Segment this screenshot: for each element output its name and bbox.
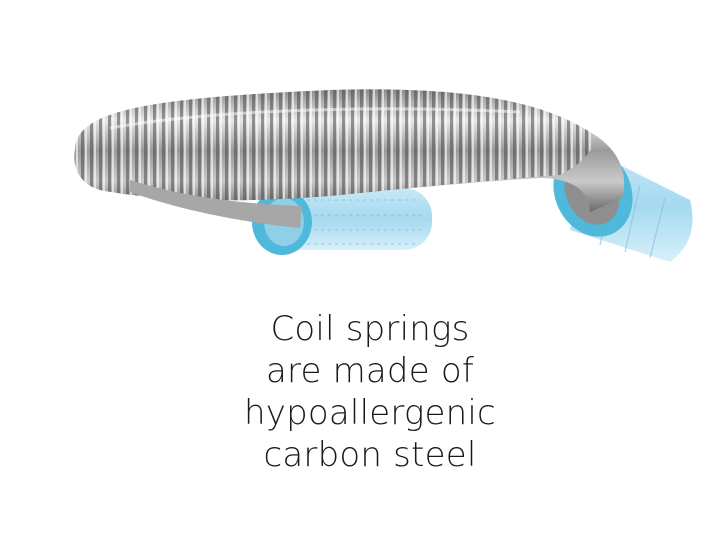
caption-line-2: are made of xyxy=(265,351,475,391)
caption-line-4: carbon steel xyxy=(263,435,477,475)
caption-line-1: Coil springs xyxy=(270,309,470,349)
caption-line-3: hypoallergenic xyxy=(244,393,496,433)
coil-spring-illustration xyxy=(74,89,693,262)
spring-body xyxy=(74,89,625,228)
caption-text: Coil springs are made of hypoallergenic … xyxy=(200,308,540,476)
